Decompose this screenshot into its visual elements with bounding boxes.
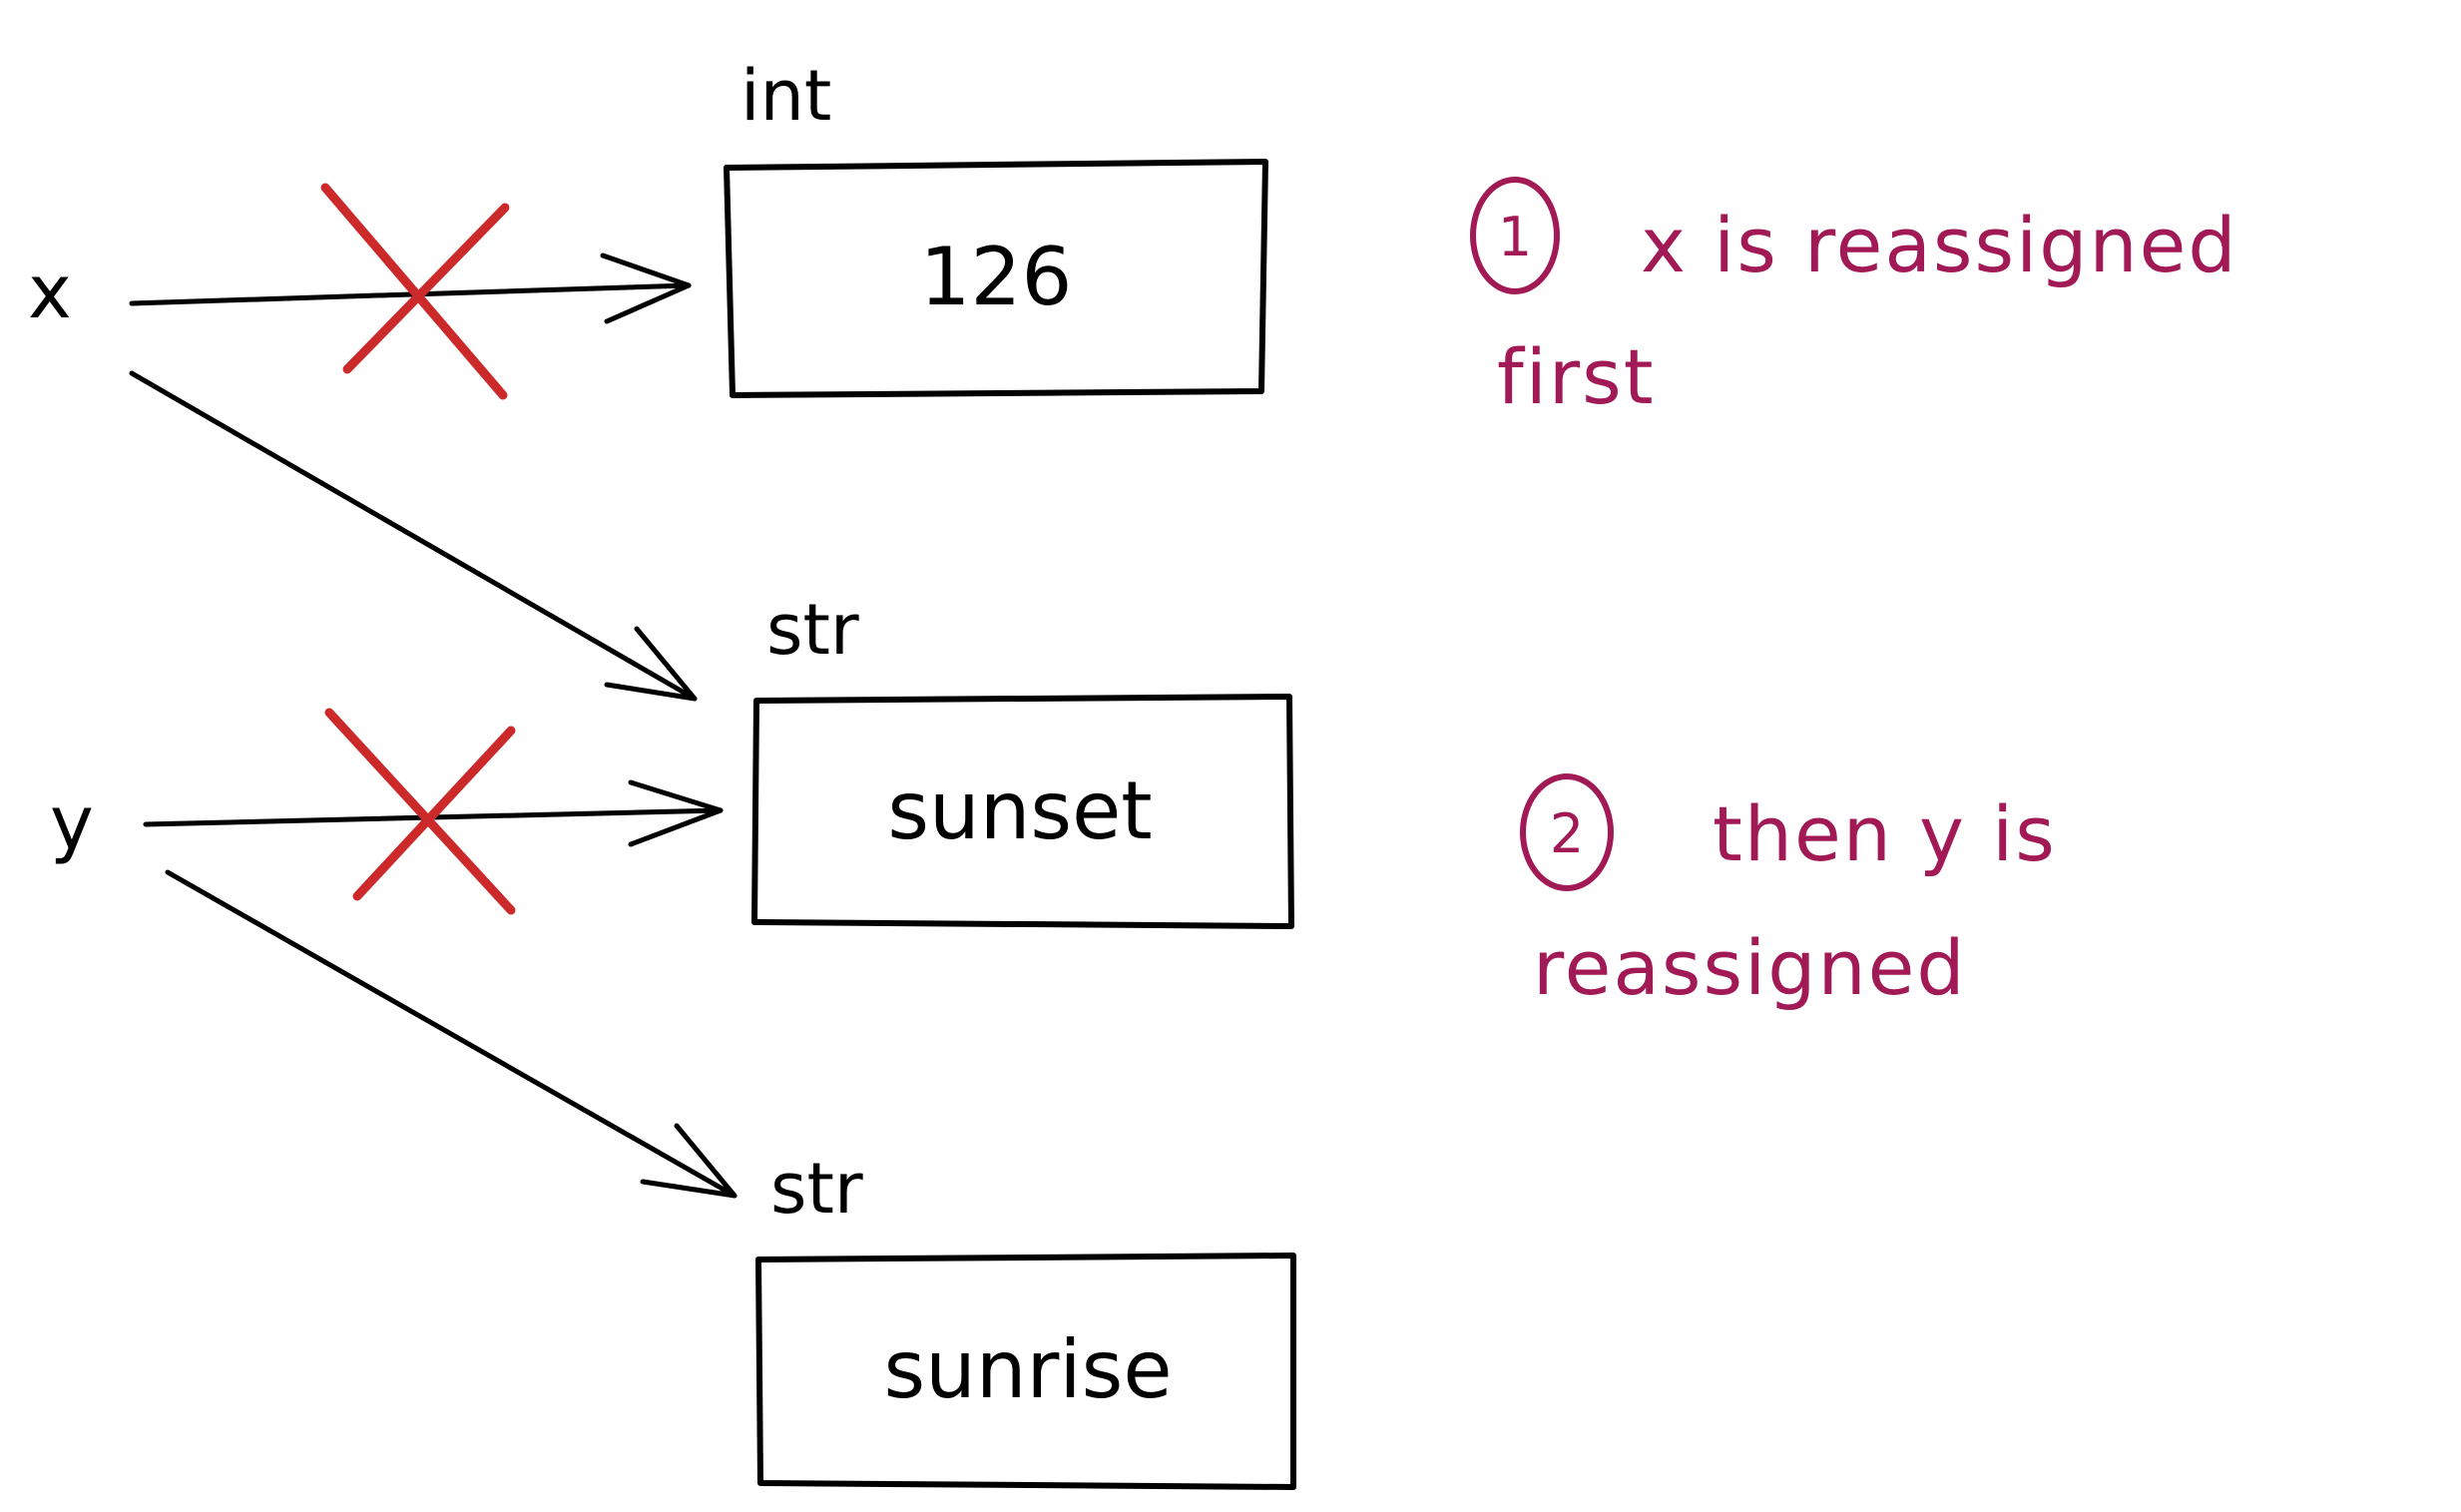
object-value: sunset [887,764,1152,857]
object-value: 126 [920,231,1073,323]
note-step-2: 2 then y is reassigned [1520,773,2057,1012]
cross-mark-x-old-reference [320,183,510,400]
step-number: 2 [1550,802,1584,865]
object-str-sunrise: str sunrise [755,1148,1296,1490]
note-line-2: first [1497,332,1656,421]
note-line-1: then y is [1713,789,2057,878]
step-number-circle [1520,773,1614,891]
note-line-1: x is reassigned [1641,201,2238,289]
variable-x-label: x [28,250,72,335]
arrow-y-to-sunrise [165,869,738,1199]
object-type-label: str [770,1148,863,1230]
object-value: sunrise [883,1323,1172,1416]
note-step-1: 1 x is reassigned first [1470,177,2238,421]
arrow-x-to-sunset [129,370,698,702]
step-number-circle [1470,177,1560,294]
object-str-sunset: str sunset [751,589,1294,929]
arrow-x-to-int [129,252,692,324]
cross-mark-y-old-reference [324,708,516,915]
object-int-126: int 126 [724,55,1268,398]
object-box [724,159,1268,398]
object-type-label: str [766,589,859,671]
note-line-2: reassigned [1533,923,1967,1012]
object-type-label: int [740,55,831,137]
object-box [751,694,1294,929]
step-number: 1 [1498,206,1532,268]
variable-y-label: y [50,780,94,866]
object-box [755,1253,1296,1490]
